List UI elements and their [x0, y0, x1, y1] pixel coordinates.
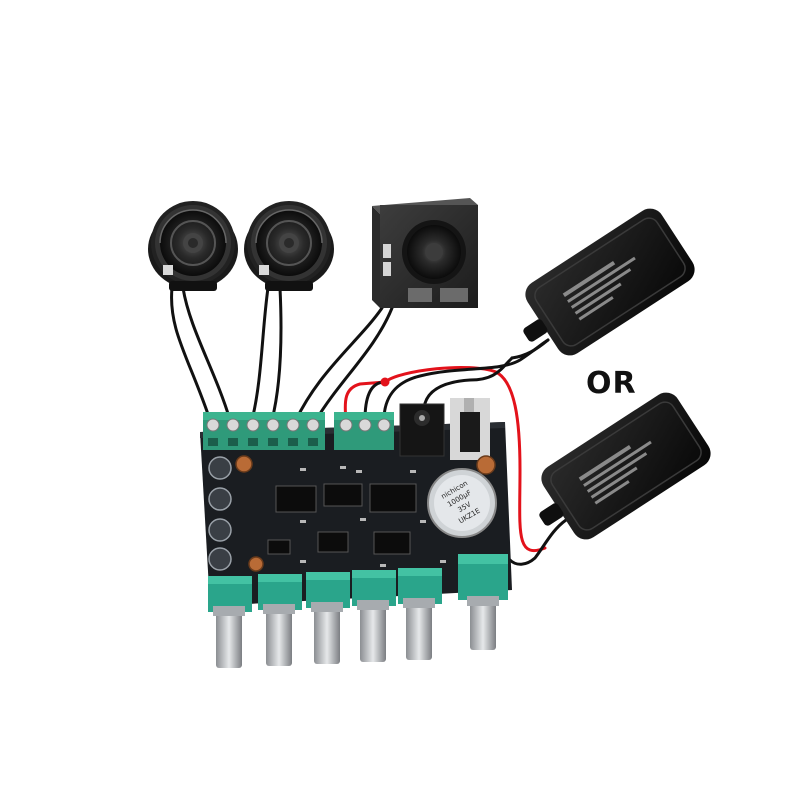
small-capacitors: [208, 455, 496, 572]
tweeter-left-wire-a: [170, 286, 212, 422]
power-adapter-icon: [523, 208, 695, 356]
speaker-terminal-block: [203, 412, 325, 450]
power-wire-black-3: [422, 356, 514, 410]
tweeter-right-wire-b: [270, 286, 283, 422]
tweeter-speaker-icon: [244, 201, 334, 291]
smd-components: [300, 466, 446, 567]
knob-4: [352, 570, 396, 662]
tweeter-speaker-icon: [148, 201, 238, 291]
audio-input-jack: [450, 398, 490, 460]
potentiometer-knobs: [208, 554, 508, 668]
subwoofer-wire-b: [314, 306, 394, 422]
or-separator-label: OR: [586, 366, 637, 401]
tweeter-right-wire-a: [250, 286, 270, 422]
power-wire-red-loop: [383, 366, 547, 553]
power-terminal-block: [334, 412, 394, 450]
knob-2: [258, 574, 302, 666]
power-adapter-bottom: [539, 392, 711, 540]
subwoofer-cabinet-icon: [372, 198, 478, 308]
power-adapter-top: [523, 208, 695, 356]
subwoofer-wire-a: [294, 306, 384, 422]
tweeter-left-wire-b: [181, 286, 232, 422]
ic-chips: [267, 483, 417, 555]
tweeter-right: [244, 201, 334, 291]
amplifier-board: nichicon 1000µF 35V UKZ1E: [200, 398, 512, 668]
power-adapter-icon: [539, 392, 711, 540]
main-capacitor: nichicon 1000µF 35V UKZ1E: [427, 468, 497, 538]
dc-jack: [399, 403, 445, 457]
wire-junction-dot: [380, 377, 390, 387]
knob-1: [208, 576, 252, 668]
adapter-top-cable: [510, 338, 550, 360]
adapter-bottom-cable: [508, 518, 568, 566]
tweeter-left: [148, 201, 238, 291]
subwoofer: [372, 198, 478, 308]
knob-3: [306, 572, 350, 664]
knob-5: [398, 568, 442, 660]
pcb: [200, 422, 512, 606]
knob-6-volume: [458, 554, 508, 650]
speaker-wires: [170, 286, 394, 422]
